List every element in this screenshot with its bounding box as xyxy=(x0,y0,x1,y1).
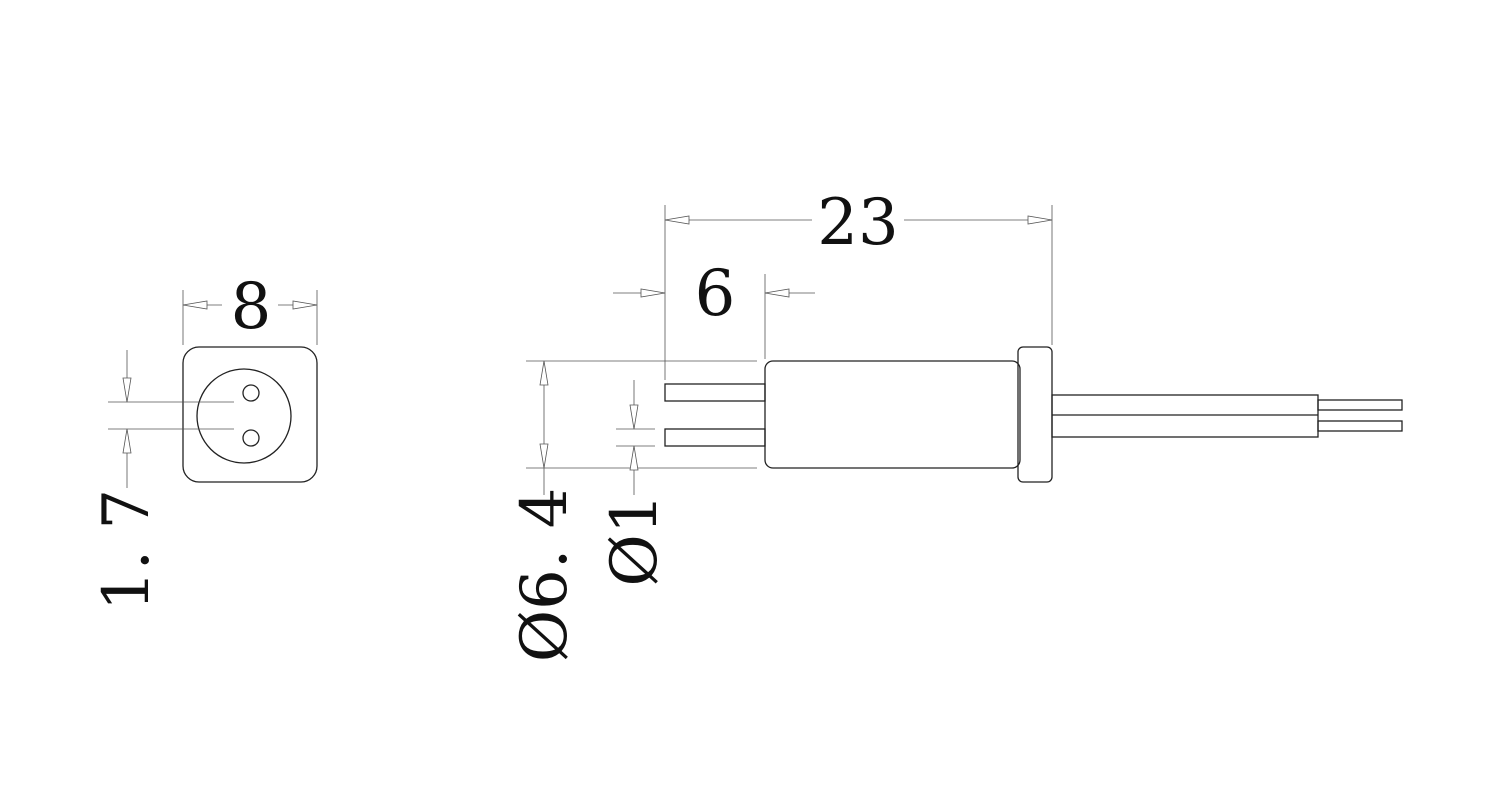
side-view-body xyxy=(764,360,1021,469)
front-view-inner-circle xyxy=(196,368,292,464)
side-total-length-dimension: 23 xyxy=(664,186,1053,380)
side-view-wire-top xyxy=(1317,399,1403,411)
front-view-pin-hole-bottom xyxy=(242,429,260,447)
side-pin-length-label: 6 xyxy=(695,257,736,331)
front-view-body-outline xyxy=(182,346,318,483)
side-view-wire-bottom xyxy=(1317,420,1403,432)
front-view: 8 1. 7 xyxy=(90,270,318,611)
side-pin-diameter-dimension: Ø1 xyxy=(598,380,672,587)
side-body-diameter-label: Ø6. 4 xyxy=(508,488,582,663)
side-view-cable xyxy=(1051,394,1319,438)
side-view-flange xyxy=(1017,346,1053,483)
front-width-dimension: 8 xyxy=(182,270,318,345)
side-total-length-label: 23 xyxy=(817,186,898,260)
side-view-pin-top xyxy=(664,383,766,402)
front-width-label: 8 xyxy=(231,270,272,344)
side-body-diameter-dimension: Ø6. 4 xyxy=(508,360,757,663)
front-pitch-dimension: 1. 7 xyxy=(90,350,234,611)
side-pin-diameter-label: Ø1 xyxy=(598,493,672,586)
side-pin-length-dimension: 6 xyxy=(613,257,815,359)
side-view: 23 6 Ø6. 4 Ø1 xyxy=(508,186,1403,663)
front-view-pin-hole-top xyxy=(242,384,260,402)
side-view-pin-bottom xyxy=(664,428,766,447)
front-pitch-label: 1. 7 xyxy=(90,489,164,611)
